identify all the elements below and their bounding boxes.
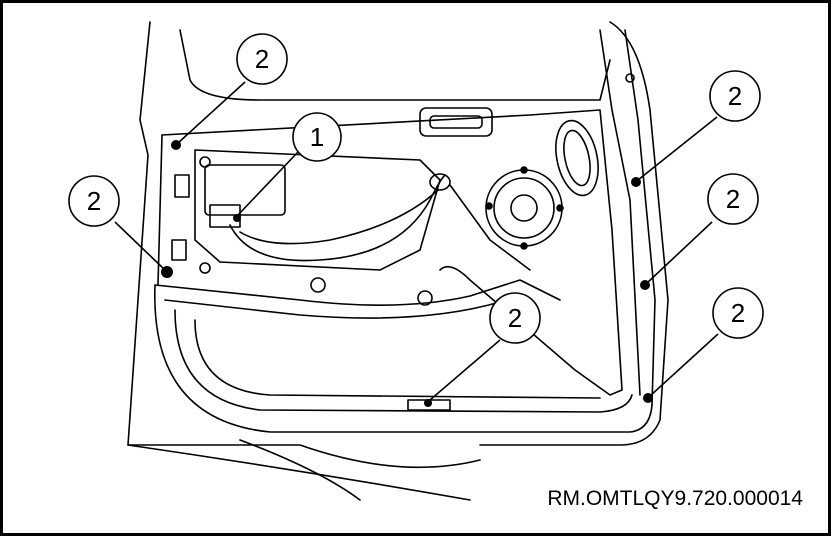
tweeter-housing xyxy=(555,119,599,197)
control-module xyxy=(204,164,286,216)
callout-circle xyxy=(712,287,764,339)
trim-strip-bottom xyxy=(164,299,501,319)
handle-slot xyxy=(429,115,483,129)
leader-line xyxy=(237,151,299,216)
leader-line xyxy=(646,221,713,284)
mount-hole xyxy=(199,156,211,168)
speaker-screw xyxy=(520,166,528,174)
bracket xyxy=(171,239,187,261)
callout-label: 2 xyxy=(728,81,742,111)
leader-line xyxy=(177,81,246,144)
body-contour xyxy=(239,439,361,501)
callout-2: 2 xyxy=(707,173,759,225)
speaker-screw xyxy=(485,202,493,210)
window-frame-top xyxy=(179,29,611,101)
clip-hole xyxy=(417,290,433,306)
wire-harness-2 xyxy=(239,189,439,245)
callout-label: 1 xyxy=(310,122,324,152)
inner-panel-left-edge xyxy=(157,134,163,286)
door-pocket-inner xyxy=(194,319,601,399)
callout-1: 1 xyxy=(292,112,342,162)
callout-2: 2 xyxy=(709,70,761,122)
callout-2: 2 xyxy=(489,292,541,344)
door-shell-left xyxy=(127,21,481,469)
body-contour xyxy=(127,444,471,501)
reference-code: RM.OMTLQY9.720.000014 xyxy=(547,487,803,510)
callout-label: 2 xyxy=(726,184,740,214)
door-drawing xyxy=(127,21,669,501)
callout-label: 2 xyxy=(731,298,745,328)
leader-lines xyxy=(114,81,719,401)
speaker-center xyxy=(510,194,538,222)
wire-harness xyxy=(229,174,446,262)
callout-label: 2 xyxy=(508,303,522,333)
callout-2: 2 xyxy=(236,33,288,85)
speaker-screw xyxy=(520,242,528,250)
trim-strip-top xyxy=(154,279,561,306)
mount-hole xyxy=(199,262,211,274)
callout-circle xyxy=(292,112,342,162)
fastener xyxy=(424,399,432,407)
grommet xyxy=(429,173,451,191)
handle-recess xyxy=(419,107,493,137)
speaker-screw xyxy=(556,204,564,212)
callout-circle xyxy=(489,292,541,344)
speaker-ring xyxy=(493,177,555,239)
clip-hole xyxy=(310,277,326,293)
leader-line xyxy=(114,221,166,271)
leader-line xyxy=(429,339,501,401)
edge-hole xyxy=(625,73,635,83)
panel-lower-edge xyxy=(154,284,653,433)
leader-line xyxy=(649,333,719,397)
inner-panel-outline xyxy=(161,109,623,396)
callout-label: 2 xyxy=(255,44,269,74)
callout-circle xyxy=(709,70,761,122)
callout-2: 2 xyxy=(68,175,120,227)
callout-circle xyxy=(707,173,759,225)
callout-2: 2 xyxy=(712,287,764,339)
callout-circle xyxy=(68,175,120,227)
tweeter-cone xyxy=(563,129,591,187)
door-edge-inner xyxy=(599,29,641,396)
door-pocket-outer xyxy=(174,309,633,413)
wire-to-speaker xyxy=(449,184,531,271)
fastener xyxy=(233,214,241,222)
module-bay xyxy=(194,149,441,271)
leader-line xyxy=(637,116,718,181)
callout-label: 2 xyxy=(87,186,101,216)
callout-circle xyxy=(236,33,288,85)
bracket xyxy=(174,174,190,198)
